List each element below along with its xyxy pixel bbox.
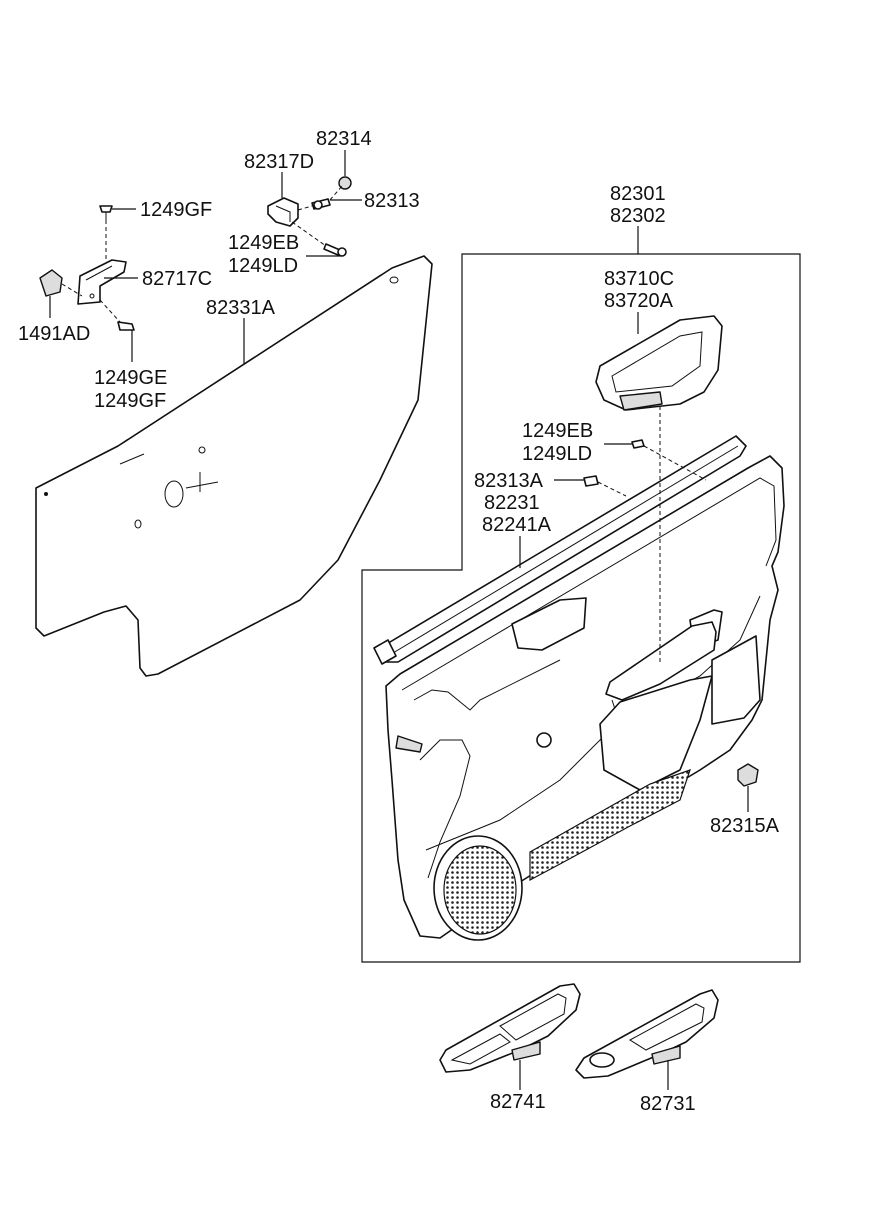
label-1249ld-top: 1249LD [228, 255, 298, 277]
label-1249gf-bottom: 1249GF [94, 390, 166, 412]
label-82717c: 82717C [142, 268, 212, 290]
trim-clip-82315a [737, 763, 759, 787]
label-82313a: 82313A [474, 470, 544, 492]
label-1491ad: 1491AD [18, 323, 90, 345]
power-window-switch-panel-82741 [439, 983, 581, 1073]
trim-screws [583, 406, 707, 664]
label-82241a: 82241A [482, 514, 552, 536]
label-83710c: 83710C [604, 268, 674, 290]
armrest-cover-83710c [595, 315, 723, 411]
door-trim-panel [373, 435, 785, 941]
label-82231: 82231 [484, 492, 540, 514]
label-82331a: 82331A [206, 297, 276, 319]
label-82314: 82314 [316, 128, 372, 150]
power-window-switch-panel-82731 [575, 989, 719, 1079]
label-82315a: 82315A [710, 815, 780, 837]
door-panel-seal-82331a [35, 255, 433, 677]
label-83720a: 83720A [604, 290, 674, 312]
label-82313: 82313 [364, 190, 420, 212]
label-1249ld-right: 1249LD [522, 443, 592, 465]
door-trim-assembly-frame [361, 253, 801, 963]
label-82302: 82302 [610, 205, 666, 227]
label-1249eb-top: 1249EB [228, 232, 299, 254]
speaker-bracket-assembly [39, 205, 135, 331]
label-82731: 82731 [640, 1093, 696, 1115]
door-handle-bracket-assembly [267, 176, 352, 257]
label-82301: 82301 [610, 183, 666, 205]
label-1249gf-top: 1249GF [140, 199, 212, 221]
label-1249ge: 1249GE [94, 367, 167, 389]
label-82741: 82741 [490, 1091, 546, 1113]
leader-lines [49, 150, 749, 1090]
label-82317d: 82317D [244, 151, 314, 173]
label-1249eb-right: 1249EB [522, 420, 593, 442]
part-number-labels: 82314 82317D 82313 1249GF 1249EB 1249LD … [18, 128, 780, 1115]
